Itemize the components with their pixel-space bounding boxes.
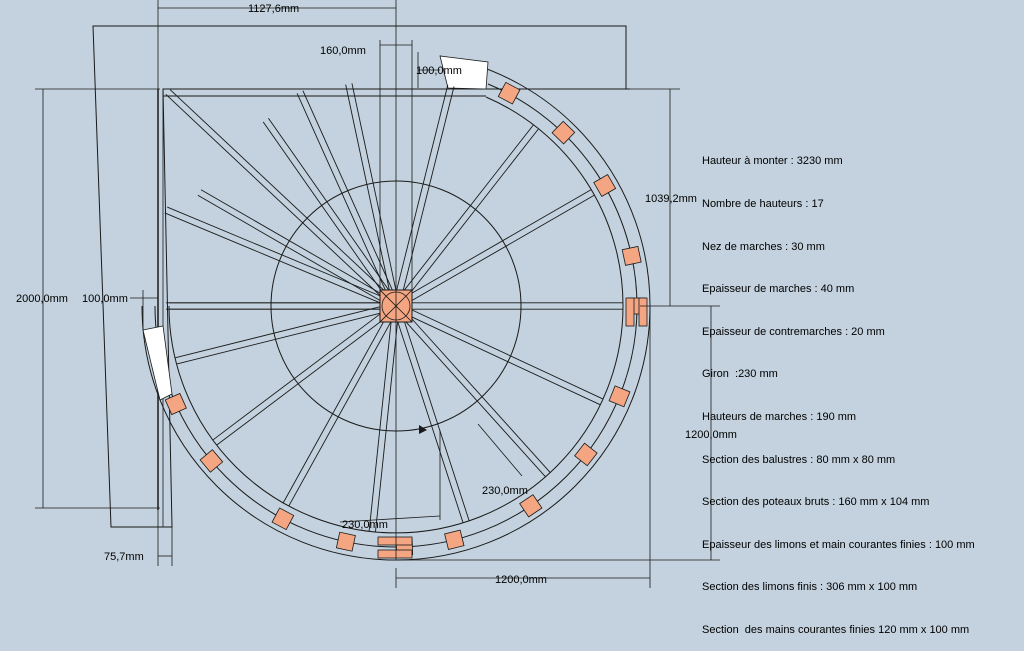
tread-line [268,117,390,292]
tread-line [165,94,383,298]
dim-right-lower-height: 1200,0mm [685,429,737,441]
tread-line [408,128,539,296]
baluster [377,549,413,559]
baluster [377,536,413,546]
specifications-list: Hauteur à monter : 3230 mm Nombre de hau… [702,126,975,651]
spec-line: Nez de marches : 30 mm [702,240,825,253]
tread-line [397,322,464,524]
dim-bottom-radius: 1200,0mm [495,574,547,586]
spec-line: Section des mains courantes finies 120 m… [702,623,970,636]
outer-arc [141,55,651,561]
dim-post-width: 160,0mm [320,45,366,57]
tread-line [262,121,385,295]
baluster [199,449,224,473]
spec-line: Epaisseur des limons et main courantes f… [702,538,975,551]
baluster [551,120,576,145]
baluster [519,494,543,518]
outer-inner-arc [168,96,624,534]
tread-line [174,306,380,359]
top-rail-end [439,55,489,90]
dimension-lines [35,0,720,588]
baluster [497,81,521,105]
baluster [608,385,631,408]
tread-line [402,86,455,292]
dim-left-height: 2000,0mm [16,293,68,305]
dim-right-upper-height: 1039,2mm [645,193,697,205]
tread-line [200,189,384,296]
staircase-drawing: 1127,6mm 160,0mm 100,0mm 2000,0mm 100,0m… [16,0,737,588]
tread-line [351,83,397,290]
spec-line: Section des limons finis : 306 mm x 100 … [702,581,918,594]
dim-top-width: 1127,6mm [248,3,299,15]
tread-line [375,322,398,533]
tread-line [396,84,449,290]
spec-line: Nombre de hauteurs : 17 [702,198,824,210]
tread-line [169,89,387,294]
spec-line: Section des poteaux bruts : 160 mm x 104… [702,496,930,509]
dim-bottom-offset: 75,7mm [104,551,144,563]
spec-line: Epaisseur de marches : 40 mm [702,283,855,296]
baluster [621,245,642,266]
dim-giron-right: 230,0mm [482,485,528,497]
tread-line [403,320,470,522]
tread-line [345,84,390,292]
tread-line [282,318,386,504]
tread-line [411,194,595,302]
baluster [271,507,295,531]
spec-line: Epaisseur de contremarches : 20 mm [702,325,885,338]
tread-line [212,312,382,441]
tread-line [408,315,601,406]
baluster [444,529,465,550]
tread-line [296,93,387,293]
tread-line [408,315,551,473]
walk-direction-arrow [419,425,427,434]
tread-line [164,212,381,304]
baluster [638,297,648,327]
left-rail-end [142,325,173,401]
tread-line [302,90,393,291]
tread-line [176,312,382,365]
spec-line: Hauteurs de marches : 190 mm [702,410,857,423]
baluster [164,392,187,416]
spec-line: Section des balustres : 80 mm x 80 mm [702,453,896,466]
tread-line [411,309,604,400]
spec-line: Giron :230 mm [702,368,778,381]
spec-line: Hauteur à monter : 3230 mm [702,155,843,168]
baluster [625,297,635,327]
baluster [593,174,617,197]
tread-line [216,317,386,446]
dim-left-rail-gap: 100,0mm [82,293,128,305]
tread-line [368,321,392,532]
tread-line [167,206,383,298]
balusters [164,81,648,559]
tread-line [408,189,592,296]
tread-line [402,124,534,292]
staircase-plan: 1127,6mm 160,0mm 100,0mm 2000,0mm 100,0m… [16,0,975,636]
baluster [335,531,356,552]
tread-line [403,319,546,478]
baluster [574,442,598,467]
tread-lines [164,83,623,533]
dim-giron-lower: 230,0mm [342,519,388,531]
tread-line [288,321,392,507]
dim-top-rail-gap: 100,0mm [416,65,462,77]
